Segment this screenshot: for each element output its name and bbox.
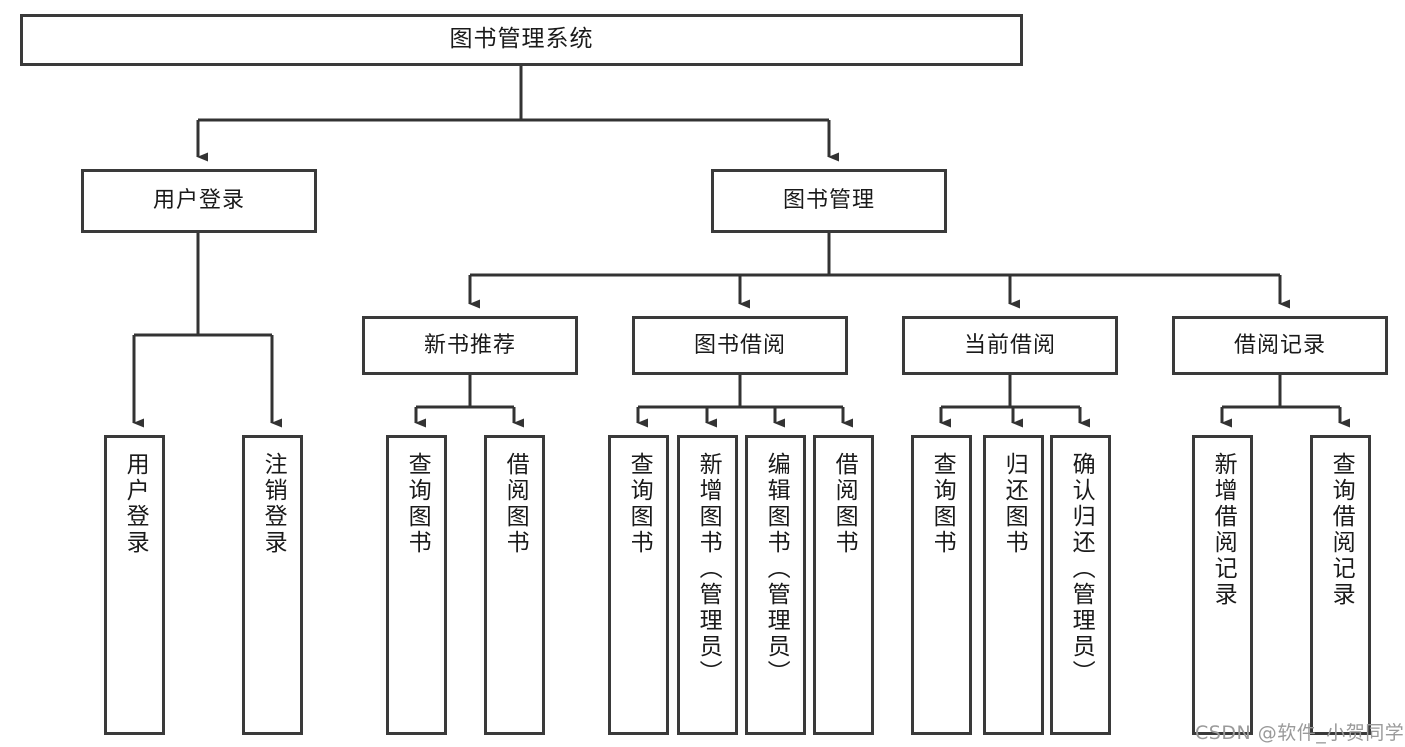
node-leaf-query-book-current[interactable]: 查询图书 xyxy=(911,435,972,735)
node-leaf-query-book-borrow-label: 查询图书 xyxy=(626,452,653,556)
node-leaf-query-borrow-record-label: 查询借阅记录 xyxy=(1328,452,1355,608)
node-leaf-user-login[interactable]: 用户登录 xyxy=(104,435,165,735)
node-current-borrow[interactable]: 当前借阅 xyxy=(902,316,1118,375)
node-leaf-add-borrow-record-label: 新增借阅记录 xyxy=(1210,452,1237,608)
node-book-borrow[interactable]: 图书借阅 xyxy=(632,316,848,375)
csdn-watermark: CSDN @软件_小贺同学 xyxy=(1195,722,1405,744)
node-book-management[interactable]: 图书管理 xyxy=(711,169,947,233)
node-leaf-user-login-label: 用户登录 xyxy=(122,452,149,556)
node-leaf-confirm-return-admin-label: 确认归还（管理员） xyxy=(1068,452,1095,686)
node-book-borrow-label: 图书借阅 xyxy=(693,332,786,358)
node-new-book-recommend-label: 新书推荐 xyxy=(423,332,516,358)
node-root[interactable]: 图书管理系统 xyxy=(20,14,1023,66)
node-leaf-logout[interactable]: 注销登录 xyxy=(242,435,303,735)
node-leaf-query-book-current-label: 查询图书 xyxy=(929,452,956,556)
node-leaf-query-borrow-record[interactable]: 查询借阅记录 xyxy=(1310,435,1371,735)
node-leaf-return-book[interactable]: 归还图书 xyxy=(983,435,1044,735)
node-leaf-add-book-admin[interactable]: 新增图书（管理员） xyxy=(677,435,738,735)
node-leaf-confirm-return-admin[interactable]: 确认归还（管理员） xyxy=(1050,435,1111,735)
node-leaf-borrow-book-label: 借阅图书 xyxy=(831,452,858,556)
node-leaf-return-book-label: 归还图书 xyxy=(1001,452,1028,556)
node-borrow-records[interactable]: 借阅记录 xyxy=(1172,316,1388,375)
node-leaf-borrow-book-recommend[interactable]: 借阅图书 xyxy=(484,435,545,735)
node-leaf-edit-book-admin-label: 编辑图书（管理员） xyxy=(763,452,790,686)
node-new-book-recommend[interactable]: 新书推荐 xyxy=(362,316,578,375)
node-leaf-query-book-borrow[interactable]: 查询图书 xyxy=(608,435,669,735)
node-leaf-query-book-recommend[interactable]: 查询图书 xyxy=(386,435,447,735)
node-user-login[interactable]: 用户登录 xyxy=(81,169,317,233)
node-book-management-label: 图书管理 xyxy=(782,188,875,214)
node-leaf-query-book-recommend-label: 查询图书 xyxy=(404,452,431,556)
node-root-label: 图书管理系统 xyxy=(449,26,594,53)
node-leaf-add-book-admin-label: 新增图书（管理员） xyxy=(695,452,722,686)
node-current-borrow-label: 当前借阅 xyxy=(963,332,1056,358)
node-leaf-edit-book-admin[interactable]: 编辑图书（管理员） xyxy=(745,435,806,735)
node-leaf-borrow-book-recommend-label: 借阅图书 xyxy=(502,452,529,556)
node-user-login-label: 用户登录 xyxy=(152,188,245,214)
node-borrow-records-label: 借阅记录 xyxy=(1233,332,1326,358)
node-leaf-add-borrow-record[interactable]: 新增借阅记录 xyxy=(1192,435,1253,735)
node-leaf-logout-label: 注销登录 xyxy=(260,452,287,556)
node-leaf-borrow-book[interactable]: 借阅图书 xyxy=(813,435,874,735)
